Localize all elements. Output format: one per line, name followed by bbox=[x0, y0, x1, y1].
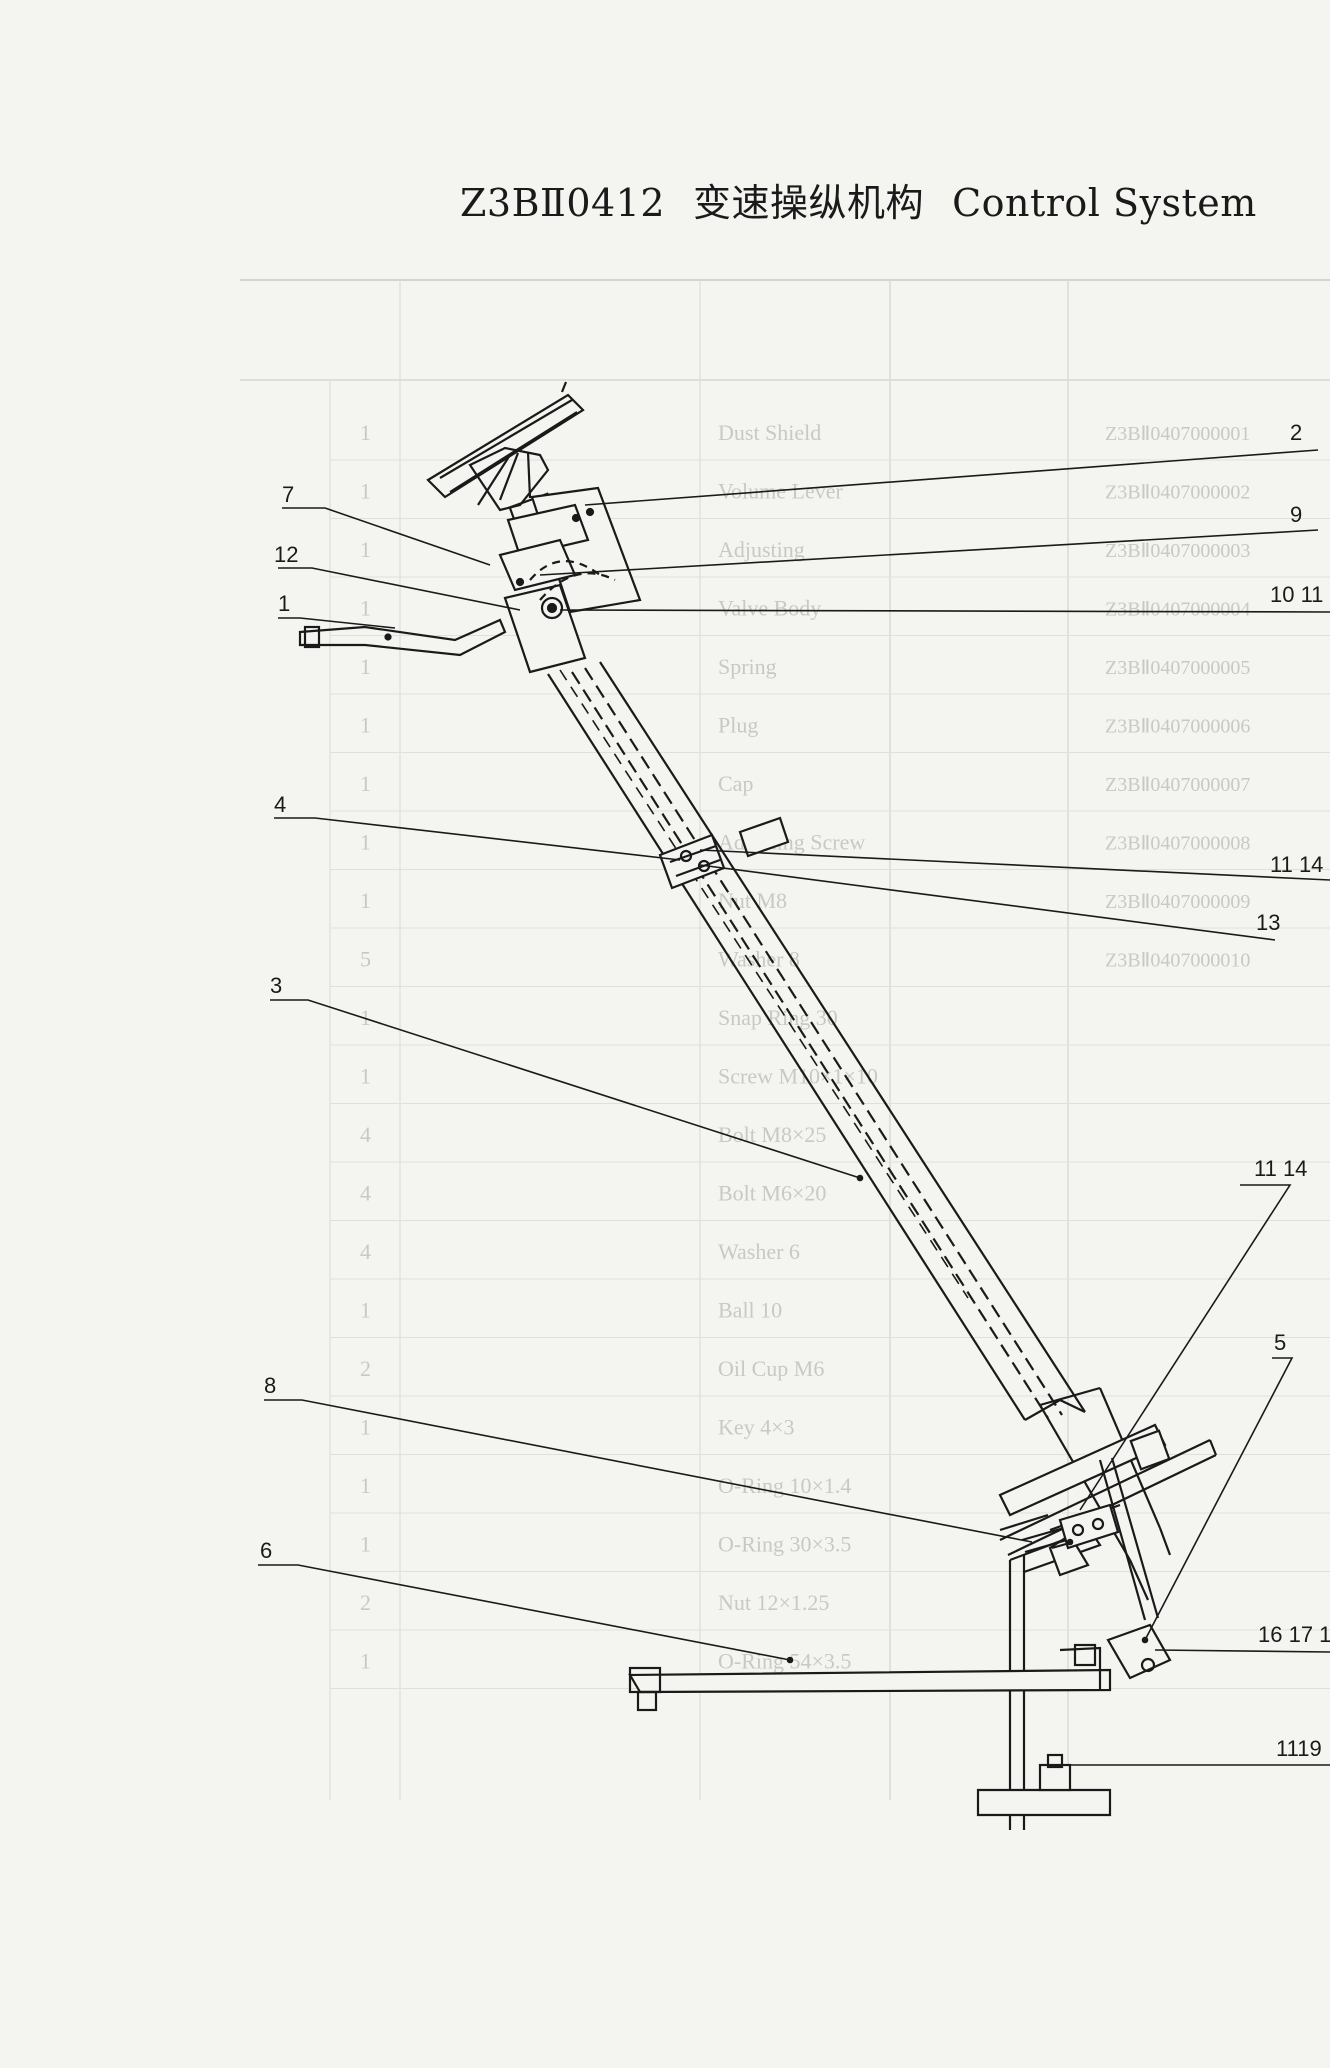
callout-1: 1 bbox=[278, 591, 290, 616]
leader-6 bbox=[258, 1564, 791, 1661]
handwheel bbox=[426, 381, 585, 528]
ghost-row-name: Nut M8 bbox=[718, 888, 787, 913]
callout-7: 7 bbox=[282, 482, 294, 507]
ghost-row-code: Z3BⅡ0407000008 bbox=[1105, 833, 1250, 855]
ghost-row-qty: 4 bbox=[360, 1181, 371, 1206]
ghost-row-qty: 2 bbox=[360, 1356, 371, 1381]
ghost-row-qty: 1 bbox=[360, 1473, 371, 1498]
ghost-row-qty: 1 bbox=[360, 654, 371, 679]
ghost-row-name: Snap Ring 30 bbox=[718, 1005, 838, 1030]
ghost-row-code: Z3BⅡ0407000006 bbox=[1105, 716, 1250, 738]
mid-clamp bbox=[658, 816, 790, 890]
ghost-row-code: Z3BⅡ0407000007 bbox=[1105, 774, 1250, 796]
leader-8 bbox=[264, 1399, 1033, 1543]
callout-9: 9 bbox=[1290, 502, 1302, 527]
ghost-row-code: Z3BⅡ0407000009 bbox=[1105, 891, 1250, 913]
leader-11-14a bbox=[699, 849, 1330, 881]
ghost-row-name: O-Ring 54×3.5 bbox=[718, 1649, 851, 1674]
callout-10-11: 10 11 bbox=[1270, 582, 1323, 607]
ghost-row-code: Z3BⅡ0407000004 bbox=[1105, 599, 1250, 621]
callout-8: 8 bbox=[264, 1373, 276, 1398]
ghost-row-code: Z3BⅡ0407000001 bbox=[1105, 423, 1250, 445]
callout-11-14a: 11 14 bbox=[1270, 852, 1323, 877]
leader-16-17 bbox=[1154, 1649, 1330, 1653]
shift-lever-handle bbox=[298, 618, 507, 657]
ghost-row-qty: 5 bbox=[360, 947, 371, 972]
leader-5 bbox=[1144, 1357, 1294, 1641]
ghost-row-name: Bolt M6×20 bbox=[718, 1181, 826, 1206]
leader-4 bbox=[274, 817, 681, 861]
leader-12 bbox=[278, 567, 521, 611]
callout-5: 5 bbox=[1274, 1330, 1286, 1355]
leader-10-11 bbox=[559, 609, 1330, 613]
ghost-row-qty: 1 bbox=[360, 1532, 371, 1557]
ghost-row-name: Ball 10 bbox=[718, 1298, 782, 1323]
callout-12: 12 bbox=[274, 542, 298, 567]
ghost-row-name: Nut 12×1.25 bbox=[718, 1590, 829, 1615]
ghost-row-qty: 2 bbox=[360, 1590, 371, 1615]
ghost-row-qty: 1 bbox=[360, 771, 371, 796]
column-tube bbox=[547, 661, 1086, 1421]
leader-3 bbox=[270, 999, 861, 1179]
callout-16-17: 16 17 1 bbox=[1258, 1622, 1330, 1647]
callout-13: 13 bbox=[1256, 910, 1280, 935]
ghost-row-qty: 1 bbox=[360, 888, 371, 913]
leader-1 bbox=[278, 617, 396, 629]
lower-assembly bbox=[628, 1386, 1218, 1830]
ghost-row-name: Cap bbox=[718, 771, 753, 796]
ghost-row-qty: 1 bbox=[360, 1649, 371, 1674]
callout-2: 2 bbox=[1290, 420, 1302, 445]
ghost-row-qty: 4 bbox=[360, 1122, 371, 1147]
ghost-row-name: Plug bbox=[718, 713, 758, 738]
callout-11-14b: 11 14 bbox=[1254, 1156, 1307, 1181]
callout-labels: 2 9 10 11 7 12 1 4 11 14 13 3 11 14 5 8 … bbox=[260, 420, 1330, 1761]
ghost-row-name: Screw M10×1×10 bbox=[718, 1064, 878, 1089]
ghost-row-qty: 1 bbox=[360, 830, 371, 855]
ghost-row-name: Bolt M8×25 bbox=[718, 1122, 826, 1147]
ghost-row-code: Z3BⅡ0407000010 bbox=[1105, 950, 1250, 972]
leader-13 bbox=[699, 864, 1276, 941]
leader-lines bbox=[258, 449, 1330, 1766]
ghost-row-name: Adjusting bbox=[718, 537, 805, 562]
ghost-row-qty: 1 bbox=[360, 713, 371, 738]
callout-11-19: 1119 bbox=[1276, 1736, 1322, 1761]
leader-9 bbox=[539, 529, 1319, 576]
ghost-row-qty: 1 bbox=[360, 596, 371, 621]
ghost-row-qty: 1 bbox=[360, 1298, 371, 1323]
ghost-row-name: Spring bbox=[718, 654, 777, 679]
ghost-row-qty: 1 bbox=[360, 537, 371, 562]
ghost-row-code: Z3BⅡ0407000002 bbox=[1105, 482, 1250, 504]
ghost-row-code: Z3BⅡ0407000003 bbox=[1105, 540, 1250, 562]
ghost-row-name: Valve Body bbox=[718, 596, 821, 621]
ghost-row-qty: 1 bbox=[360, 1415, 371, 1440]
ghost-row-name: O-Ring 30×3.5 bbox=[718, 1532, 851, 1557]
callout-6: 6 bbox=[260, 1538, 272, 1563]
leader-2 bbox=[584, 449, 1319, 506]
ghost-row-qty: 1 bbox=[360, 479, 371, 504]
callout-3: 3 bbox=[270, 973, 282, 998]
ghost-row-name: Key 4×3 bbox=[718, 1415, 795, 1440]
ghost-row-qty: 1 bbox=[360, 1005, 371, 1030]
ghost-row-qty: 4 bbox=[360, 1239, 371, 1264]
ghost-row-name: Dust Shield bbox=[718, 420, 821, 445]
leader-11-14b bbox=[1079, 1184, 1292, 1511]
ghost-row-code: Z3BⅡ0407000005 bbox=[1105, 657, 1250, 679]
title-code: Z3BⅡ0412 bbox=[460, 181, 666, 225]
ghost-row-qty: 1 bbox=[360, 420, 371, 445]
page-title: Z3BⅡ0412 变速操纵机构 Control System bbox=[460, 172, 1257, 227]
leader-7 bbox=[282, 507, 491, 566]
callout-4: 4 bbox=[274, 792, 286, 817]
ghost-row-name: Washer 6 bbox=[718, 1239, 800, 1264]
title-english: Control System bbox=[952, 181, 1257, 225]
ghost-row-qty: 1 bbox=[360, 1064, 371, 1089]
upper-housing bbox=[498, 486, 642, 674]
title-chinese: 变速操纵机构 bbox=[693, 181, 925, 225]
ghost-row-name: Oil Cup M6 bbox=[718, 1356, 824, 1381]
